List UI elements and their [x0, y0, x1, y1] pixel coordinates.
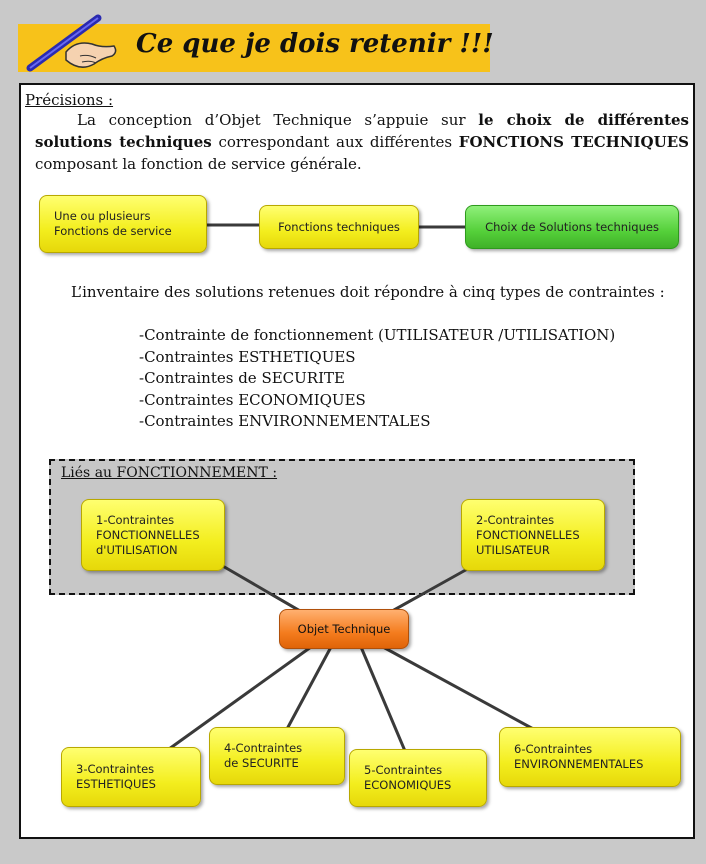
- content-frame: Précisions : La conception d’Objet Techn…: [19, 83, 695, 839]
- solutions-choice-box: Choix de Solutions techniques: [465, 205, 679, 249]
- group-label: Liés au FONCTIONNEMENT :: [61, 465, 278, 481]
- constraint-node-2: 2-Contraintes FONCTIONNELLES UTILISATEUR: [461, 499, 605, 571]
- constraint-list: -Contrainte de fonctionnement (UTILISATE…: [139, 325, 615, 433]
- constraint-node-1: 1-Contraintes FONCTIONNELLES d'UTILISATI…: [81, 499, 225, 571]
- pen-hand-icon: [20, 12, 120, 78]
- list-item: -Contrainte de fonctionnement (UTILISATE…: [139, 326, 616, 344]
- header-banner: Ce que je dois retenir !!!: [18, 14, 494, 72]
- constraint-node-4: 4-Contraintes de SECURITE: [209, 727, 345, 785]
- inventory-text: L’inventaire des solutions retenues doit…: [71, 283, 665, 301]
- precisions-heading: Précisions :: [25, 91, 114, 109]
- constraint-node-3: 3-Contraintes ESTHETIQUES: [61, 747, 201, 807]
- center-node-technical-object: Objet Technique: [279, 609, 409, 649]
- service-functions-box: Une ou plusieurs Fonctions de service: [39, 195, 207, 253]
- intro-paragraph: La conception d’Objet Technique s’appuie…: [35, 111, 689, 173]
- constraint-node-5: 5-Contraintes ECONOMIQUES: [349, 749, 487, 807]
- constraint-node-6: 6-Contraintes ENVIRONNEMENTALES: [499, 727, 681, 787]
- list-item: -Contraintes ECONOMIQUES: [139, 390, 366, 409]
- list-item: -Contraintes de SECURITE: [139, 369, 345, 387]
- group-connector-lines: [220, 563, 472, 617]
- list-item: -Contraintes ENVIRONNEMENTALES: [139, 412, 431, 430]
- list-item: -Contraintes ESTHETIQUES: [139, 347, 356, 366]
- page-title: Ce que je dois retenir !!!: [136, 29, 494, 59]
- technical-functions-box: Fonctions techniques: [259, 205, 419, 249]
